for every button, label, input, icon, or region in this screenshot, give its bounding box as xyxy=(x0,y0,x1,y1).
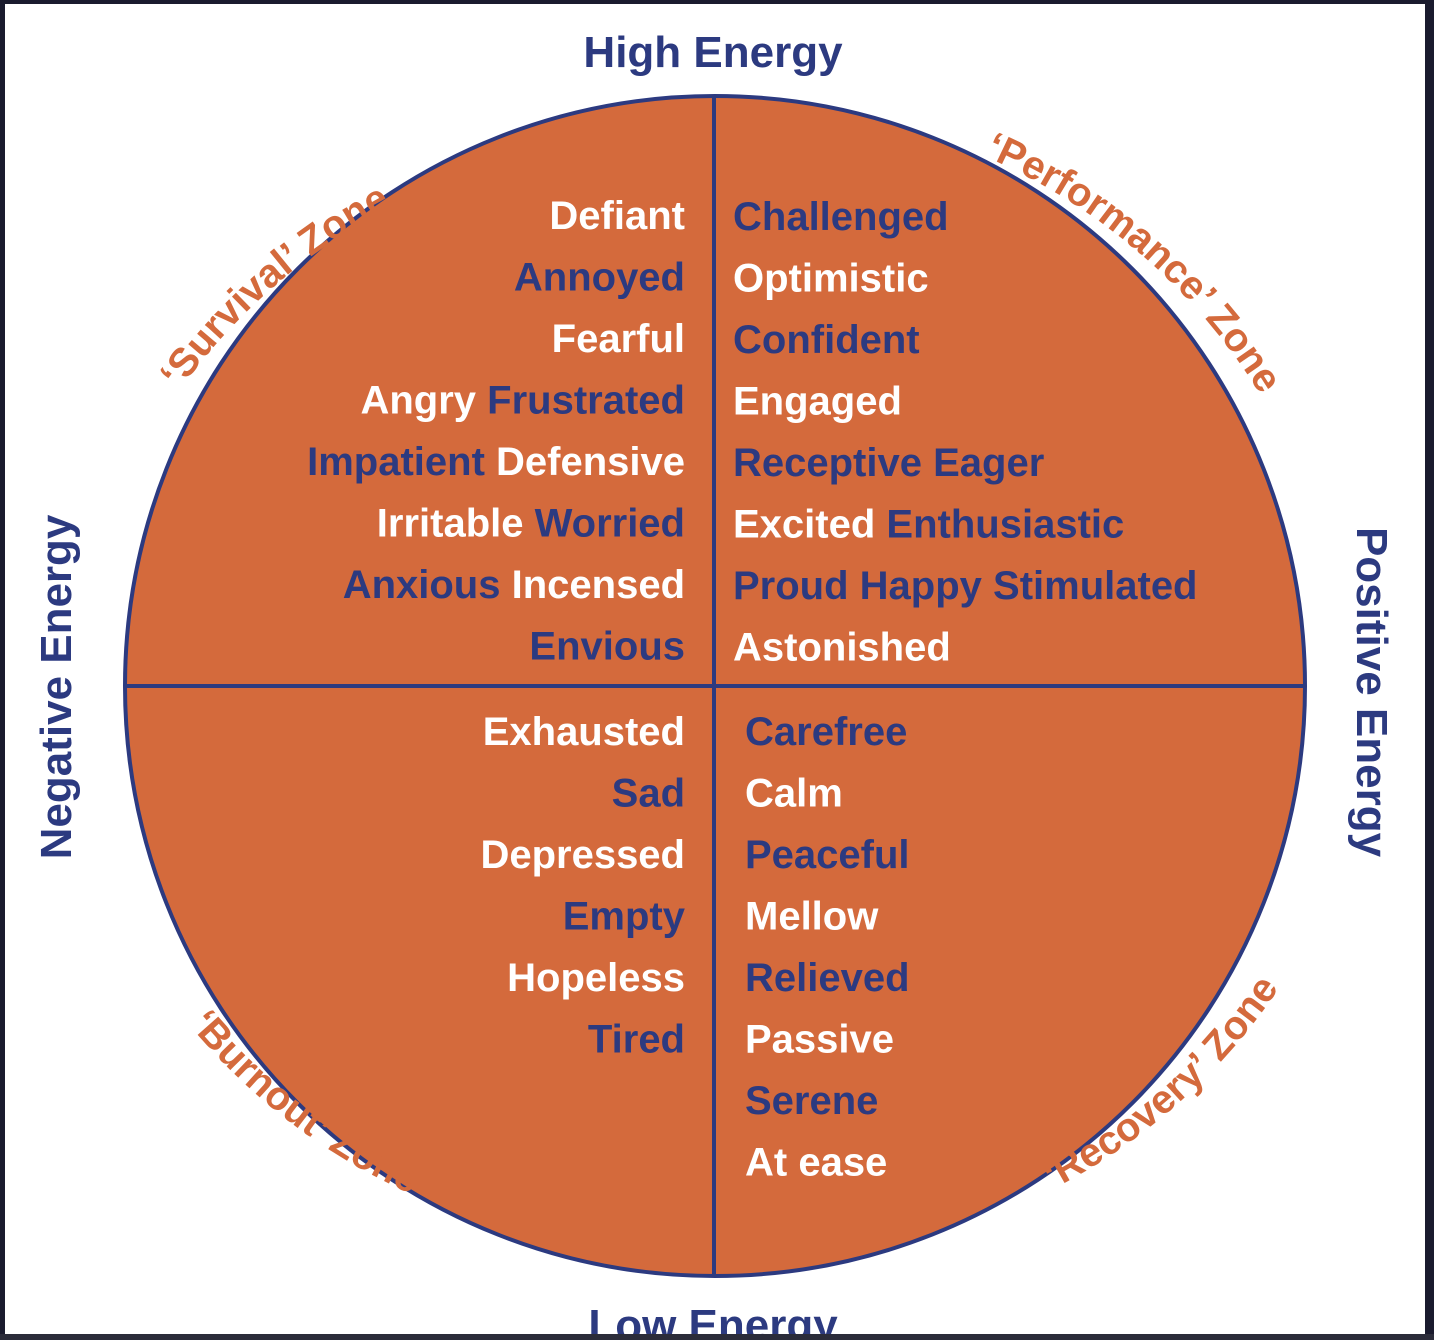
top-left-word-row: Angry Frustrated xyxy=(360,379,685,423)
top-right-word-row: Confident xyxy=(733,318,920,362)
bottom-right-word-row: Carefree xyxy=(745,710,907,754)
emotion-word: Fearful xyxy=(552,317,685,361)
diagram-canvas: High Energy Low Energy Negative Energy P… xyxy=(5,4,1425,1334)
top-right-word-row: Engaged xyxy=(733,380,902,424)
emotion-word: Passive xyxy=(745,1018,894,1062)
top-right-word-row: Astonished xyxy=(733,626,951,670)
emotion-word: Engaged xyxy=(733,380,902,424)
top-right-word-row: Challenged xyxy=(733,195,949,239)
quadrant-performance-words: ChallengedOptimisticConfidentEngagedRece… xyxy=(733,195,1198,670)
emotion-word: Stimulated xyxy=(982,564,1198,608)
bottom-right-word-row: At ease xyxy=(745,1141,887,1185)
emotion-word: Relieved xyxy=(745,956,910,1000)
top-left-word-row: Impatient Defensive xyxy=(307,440,685,484)
emotion-word: Enthusiastic xyxy=(875,503,1124,547)
bottom-left-word-row: Empty xyxy=(563,895,686,939)
top-left-word-row: Irritable Worried xyxy=(377,502,685,546)
emotion-word: Challenged xyxy=(733,195,949,239)
axis-label-low-energy: Low Energy xyxy=(588,1301,838,1334)
bottom-right-word-row: Relieved xyxy=(745,956,910,1000)
bottom-right-word-row: Passive xyxy=(745,1018,894,1062)
top-right-word-row: Excited Enthusiastic xyxy=(733,503,1124,547)
emotion-word: Anxious xyxy=(343,563,501,607)
window-bottom-bar xyxy=(0,1334,1434,1340)
emotion-word: Receptive xyxy=(733,441,922,485)
bottom-left-word-row: Exhausted xyxy=(483,710,685,754)
emotion-word: Angry xyxy=(360,379,476,423)
emotion-word: Exhausted xyxy=(483,710,685,754)
emotion-word: Mellow xyxy=(745,895,879,939)
axis-label-positive-energy: Positive Energy xyxy=(1347,527,1396,858)
emotion-word: Depressed xyxy=(480,833,685,877)
top-left-word-row: Defiant xyxy=(549,194,685,238)
emotion-word: Defiant xyxy=(549,194,685,238)
emotion-word: Empty xyxy=(563,895,686,939)
emotion-word: Worried xyxy=(523,502,685,546)
emotion-word: Confident xyxy=(733,318,920,362)
top-left-word-row: Annoyed xyxy=(514,256,685,300)
emotion-word: Envious xyxy=(529,625,685,669)
energy-zones-diagram: High Energy Low Energy Negative Energy P… xyxy=(32,28,1396,1334)
top-left-word-row: Fearful xyxy=(552,317,685,361)
emotion-word: Astonished xyxy=(733,626,951,670)
quadrant-recovery-words: CarefreeCalmPeacefulMellowRelievedPassiv… xyxy=(745,710,910,1185)
bottom-right-word-row: Serene xyxy=(745,1079,878,1123)
bottom-right-word-row: Peaceful xyxy=(745,833,910,877)
emotion-word: At ease xyxy=(745,1141,887,1185)
emotion-word: Proud xyxy=(733,564,849,608)
emotion-word: Happy xyxy=(849,564,983,608)
emotion-word: Excited xyxy=(733,503,875,547)
top-right-word-row: Proud Happy Stimulated xyxy=(733,564,1198,608)
top-left-word-row: Envious xyxy=(529,625,685,669)
bottom-left-word-row: Hopeless xyxy=(507,956,685,1000)
bottom-right-word-row: Calm xyxy=(745,772,843,816)
top-right-word-row: Optimistic xyxy=(733,257,929,301)
emotion-word: Frustrated xyxy=(476,379,685,423)
emotion-word: Serene xyxy=(745,1079,878,1123)
emotion-word: Hopeless xyxy=(507,956,685,1000)
top-left-word-row: Anxious Incensed xyxy=(343,563,685,607)
emotion-word: Annoyed xyxy=(514,256,685,300)
emotion-word: Tired xyxy=(588,1018,685,1062)
emotion-word: Optimistic xyxy=(733,257,929,301)
emotion-word: Sad xyxy=(612,772,685,816)
emotion-word: Carefree xyxy=(745,710,907,754)
emotion-word: Peaceful xyxy=(745,833,910,877)
bottom-left-word-row: Sad xyxy=(612,772,685,816)
bottom-right-word-row: Mellow xyxy=(745,895,879,939)
bottom-left-word-row: Depressed xyxy=(480,833,685,877)
emotion-word: Calm xyxy=(745,772,843,816)
emotion-word: Incensed xyxy=(500,563,685,607)
top-right-word-row: Receptive Eager xyxy=(733,441,1044,485)
axis-label-high-energy: High Energy xyxy=(583,28,843,77)
bottom-left-word-row: Tired xyxy=(588,1018,685,1062)
axis-label-negative-energy: Negative Energy xyxy=(32,514,81,859)
emotion-word: Defensive xyxy=(485,440,685,484)
emotion-word: Impatient xyxy=(307,440,485,484)
emotion-word: Eager xyxy=(922,441,1044,485)
emotion-word: Irritable xyxy=(377,502,524,546)
